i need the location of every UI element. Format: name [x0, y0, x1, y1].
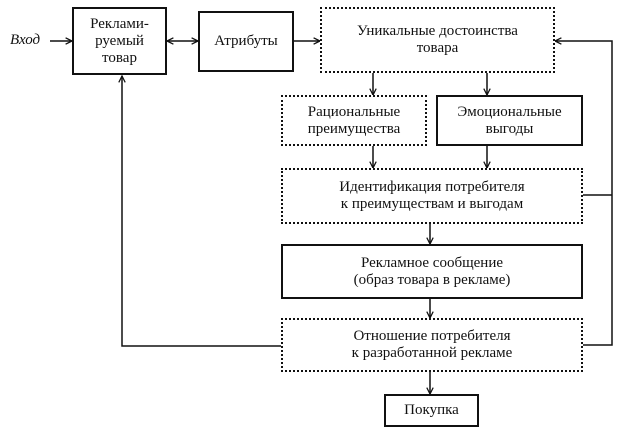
box-advertised-product-line-1: Реклами- — [90, 15, 149, 32]
box-purchase-line-1: Покупка — [404, 402, 459, 418]
box-attributes: Атрибуты — [198, 11, 294, 72]
box-advertising-message-line-1: Рекламное сообщение — [360, 254, 504, 271]
box-emotional-benefits-line-1: Эмоциональные — [457, 103, 562, 120]
input-label: Вход — [10, 32, 41, 48]
box-rational-advantages: Рациональные преимущества — [281, 95, 427, 146]
box-advertised-product: Реклами- руемый товар — [72, 7, 167, 75]
box-consumer-attitude-line-1: Отношение потребителя — [353, 328, 511, 344]
box-consumer-attitude-line-2: к разработанной рекламе — [351, 345, 513, 361]
box-advertising-message: Рекламное сообщение (образ товара в рекл… — [281, 244, 583, 299]
box-rational-advantages-line-1: Рациональные — [307, 103, 401, 120]
box-consumer-identification: Идентификация потребителя к преимущества… — [281, 168, 583, 224]
box-attributes-line-1: Атрибуты — [214, 33, 278, 49]
box-unique-advantages-line-2: товара — [416, 40, 459, 56]
box-consumer-identification-line-1: Идентификация потребителя — [339, 179, 525, 195]
box-emotional-benefits: Эмоциональные выгоды — [436, 95, 583, 146]
box-consumer-attitude: Отношение потребителя к разработанной ре… — [281, 318, 583, 372]
box-consumer-identification-line-2: к преимуществам и выгодам — [340, 196, 524, 212]
box-unique-advantages: Уникальные достоинства товара — [320, 7, 555, 73]
box-advertising-message-line-2: (образ товара в рекламе) — [353, 271, 511, 288]
box-advertised-product-line-2: руемый — [95, 32, 144, 49]
box-emotional-benefits-line-2: выгоды — [485, 120, 534, 137]
arrow-feedback-to-unique — [555, 41, 613, 346]
arrow-attitude-to-product — [122, 76, 281, 347]
box-purchase: Покупка — [384, 394, 479, 427]
box-unique-advantages-line-1: Уникальные достоинства — [357, 23, 518, 39]
box-advertised-product-line-3: товар — [102, 49, 137, 66]
box-rational-advantages-line-2: преимущества — [307, 120, 401, 137]
